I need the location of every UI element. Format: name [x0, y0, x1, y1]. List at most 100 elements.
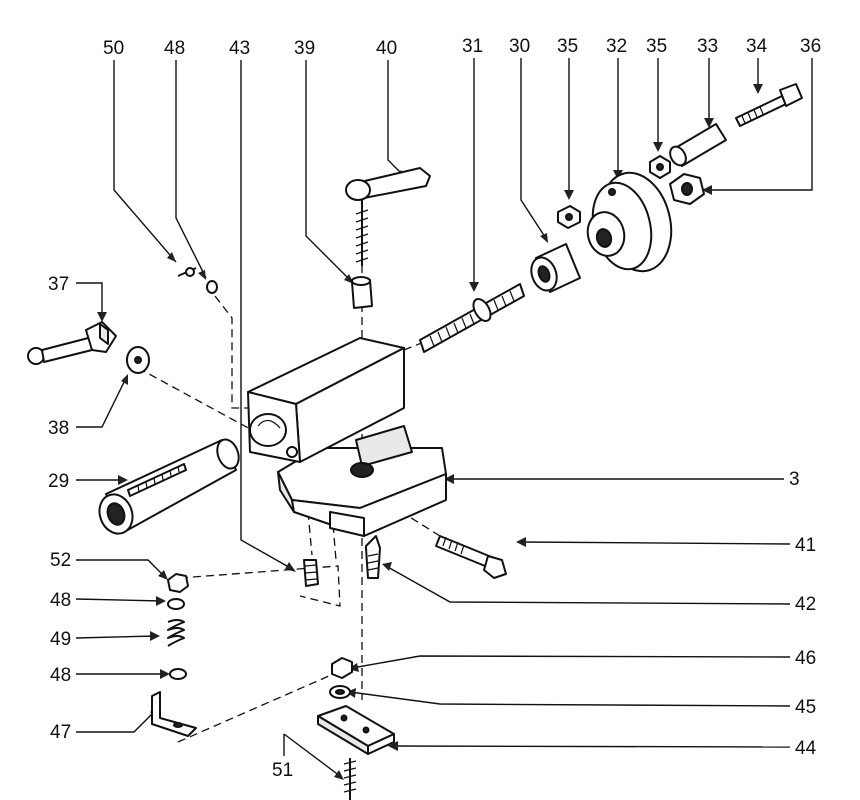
leader-lines: [75, 58, 813, 777]
label-36: 36: [800, 36, 821, 57]
nut-35-right-hole: [656, 163, 664, 171]
arrow-36: [702, 185, 712, 195]
leader-30: [520, 58, 548, 241]
nut-52: [167, 573, 189, 593]
leader-52: [76, 559, 167, 579]
screw-34-threads: [741, 106, 764, 124]
arrow-3: [444, 474, 454, 484]
part-35-nut-right: [649, 155, 671, 179]
centerline-52-loop: [179, 565, 341, 607]
label-35-right: 35: [646, 36, 667, 57]
leader-46: [351, 655, 791, 669]
flange-hole: [608, 188, 616, 196]
leader-48-top: [175, 60, 207, 279]
arrow-35-right: [653, 142, 663, 152]
label-45: 45: [795, 697, 816, 718]
base-rib: [355, 425, 413, 467]
label-49: 49: [50, 629, 71, 650]
part-51-screw: [343, 758, 357, 800]
set-screw-43-threads: [304, 564, 318, 581]
label-35-left: 35: [557, 36, 578, 57]
plate-44-hole-a: [340, 714, 348, 722]
nut-39-top: [351, 276, 371, 286]
part-43-set-screw: [303, 559, 319, 587]
bolt-41-head: [483, 555, 507, 579]
label-34: 34: [746, 36, 768, 57]
plate-44-side: [367, 733, 395, 755]
arrowheads: [97, 84, 763, 780]
base-center-hole: [350, 462, 374, 478]
screw-34-head: [779, 83, 803, 107]
label-48-top: 48: [164, 38, 185, 59]
leader-38: [76, 377, 127, 428]
leader-40: [387, 60, 405, 177]
label-29: 29: [48, 471, 69, 492]
body-bore: [249, 413, 287, 447]
leader-42: [385, 565, 791, 605]
label-43: 43: [229, 38, 250, 59]
leader-44: [391, 745, 791, 748]
washer-48-mid: [167, 598, 185, 610]
label-46: 46: [795, 648, 816, 669]
part-46-nut: [331, 657, 353, 679]
screw-51-threads: [343, 760, 357, 793]
part-36-nut: [669, 173, 705, 205]
leader-37: [76, 282, 103, 318]
leader-43: [240, 60, 295, 571]
arrow-48-low: [160, 669, 170, 679]
label-30: 30: [509, 36, 530, 57]
leader-47: [76, 709, 157, 733]
washer-45-hole: [335, 689, 345, 695]
lever-hub-side: [99, 323, 109, 345]
leader-49: [75, 635, 157, 639]
label-52: 52: [50, 550, 71, 571]
arrow-38: [121, 374, 128, 385]
arrow-29: [118, 475, 128, 485]
nut-35-left-hole: [565, 213, 573, 221]
part-50-screw: [177, 267, 197, 277]
label-38: 38: [48, 418, 69, 439]
sleeve-back: [216, 438, 240, 470]
set-screw-42-threads: [367, 553, 379, 571]
label-32: 32: [606, 36, 627, 57]
part-30-bushing: [530, 243, 581, 293]
arrow-30: [540, 233, 548, 243]
arrow-34: [753, 84, 763, 94]
part-upper-body: [247, 337, 405, 463]
label-51: 51: [272, 760, 293, 781]
body-small-hole: [286, 446, 298, 458]
sleeve-scale-slot: [127, 463, 187, 497]
arrow-50: [167, 252, 176, 262]
arrow-31: [469, 282, 479, 292]
label-40: 40: [376, 38, 397, 59]
label-48-low: 48: [50, 665, 71, 686]
clamp-lever-threads: [355, 209, 369, 263]
leader-50: [113, 60, 177, 263]
centerline-37-38: [137, 367, 253, 431]
body-bore-inner: [257, 419, 281, 429]
spring-49: [167, 619, 185, 647]
part-48-washer-low: [169, 668, 187, 680]
arrow-48-top: [198, 270, 206, 280]
arrow-35-left: [564, 190, 574, 200]
arrow-48-mid: [156, 596, 166, 606]
plate-44-hole-b: [362, 726, 370, 734]
centerline-43: [307, 511, 337, 561]
part-47-bracket: [151, 691, 197, 737]
arrow-49: [150, 631, 160, 641]
sleeve-end-hole: [106, 502, 126, 526]
arrow-52: [158, 570, 168, 580]
arrow-37: [97, 312, 107, 322]
leader-36: [706, 58, 813, 191]
base-slot: [329, 511, 365, 537]
part-49-spring: [167, 619, 185, 647]
part-35-nut-left: [557, 205, 581, 229]
sleeve-scale-ticks: [137, 465, 180, 493]
screw-50-head: [185, 267, 195, 277]
part-40-clamp-lever: [345, 167, 431, 266]
part-29-sleeve: [98, 438, 240, 535]
flange-bore: [595, 228, 613, 248]
arrow-41: [516, 537, 526, 547]
washer-48-low: [169, 668, 187, 680]
part-3-base-block: [277, 425, 447, 537]
